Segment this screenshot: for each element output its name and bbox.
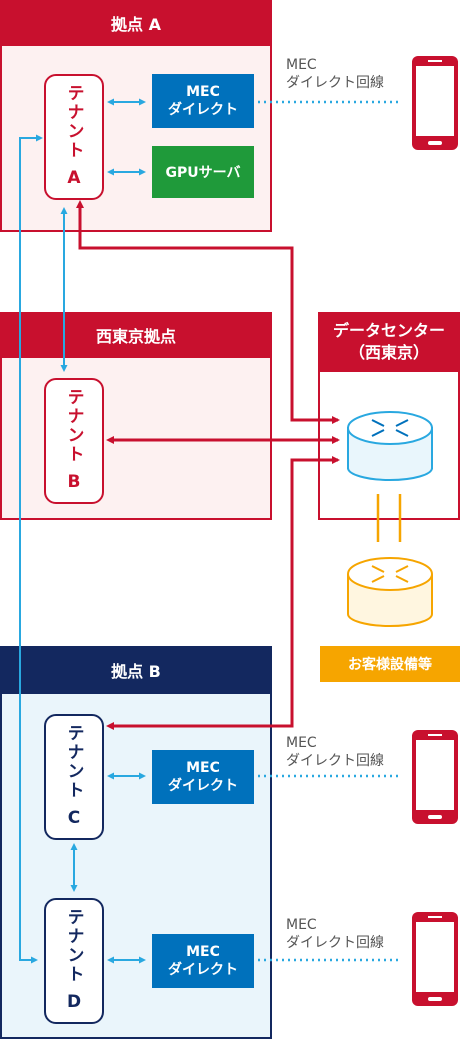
datacenter-header: データセンター （西東京） — [318, 312, 460, 372]
tenant-c: テナント C — [44, 714, 104, 840]
tenant-c-name: テナント — [63, 724, 84, 800]
site-a-header: 拠点 A — [0, 0, 272, 46]
red-link-tenant-c — [106, 456, 340, 730]
smartphone-icon — [412, 730, 458, 824]
tenant-a-suffix: A — [64, 168, 84, 190]
tenant-d-name: テナント — [63, 908, 84, 984]
tenant-d: テナント D — [44, 898, 104, 1024]
router-icon — [347, 411, 433, 481]
mec-line-label-c: MEC ダイレクト回線 — [286, 735, 384, 769]
orange-link — [376, 494, 402, 542]
tenant-a: テナント A — [44, 74, 104, 200]
tenant-b-suffix: B — [64, 472, 84, 494]
customer-equipment-label: お客様設備等 — [320, 646, 460, 682]
site-a-title: 拠点 A — [111, 15, 161, 34]
mec-line-label-d: MEC ダイレクト回線 — [286, 917, 384, 951]
tenant-c-suffix: C — [64, 808, 84, 830]
datacenter-title-line2: （西東京） — [348, 343, 429, 362]
tenant-a-name: テナント — [63, 84, 84, 160]
smartphone-icon — [412, 56, 458, 150]
tenant-d-suffix: D — [64, 992, 84, 1014]
cyan-link-a-d — [19, 134, 43, 964]
gpu-server-box: GPUサーバ — [152, 146, 254, 198]
mec-line-label-a: MEC ダイレクト回線 — [286, 57, 384, 91]
smartphone-icon — [412, 912, 458, 1006]
customer-router-icon — [347, 557, 433, 627]
datacenter-title-line1: データセンター — [332, 321, 445, 340]
red-link-tenant-a — [76, 200, 340, 424]
